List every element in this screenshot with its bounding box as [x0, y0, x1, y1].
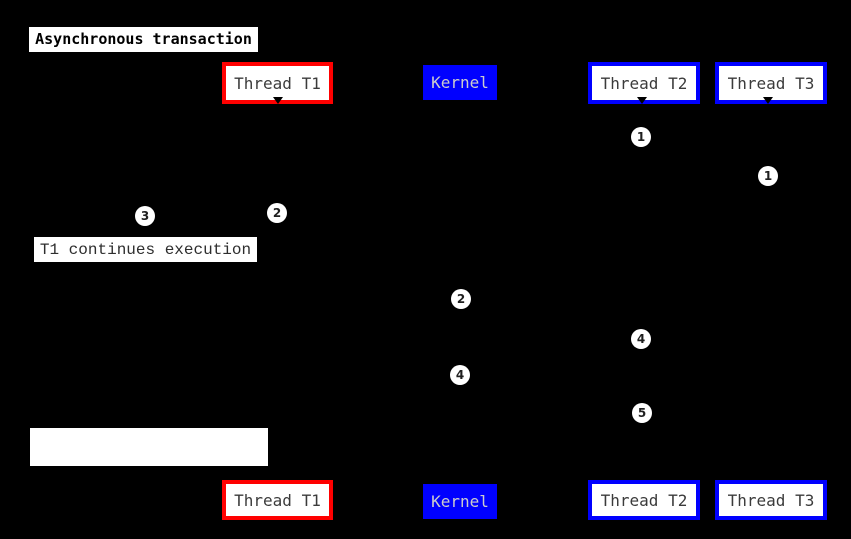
note-empty: [30, 428, 268, 466]
participant-kernel-bottom-label: Kernel: [431, 492, 489, 511]
sequence-badge: 3: [135, 206, 155, 226]
lifeline-arrowhead-icon: [273, 97, 283, 104]
lifeline-arrowhead-icon: [763, 97, 773, 104]
lifeline-arrowhead-icon: [637, 97, 647, 104]
participant-thread-t3-top-label: Thread T3: [727, 73, 815, 93]
participant-thread-t1-top-label: Thread T1: [234, 73, 321, 93]
participant-thread-t2-bottom-label: Thread T2: [600, 490, 688, 510]
sequence-badge: 4: [631, 329, 651, 349]
sequence-badge: 5: [632, 403, 652, 423]
sequence-badge: 4: [450, 365, 470, 385]
participant-thread-t1-bottom: Thread T1: [222, 480, 333, 520]
participant-thread-t3-bottom: Thread T3: [715, 480, 827, 520]
diagram-title: Asynchronous transaction: [29, 27, 258, 52]
note-t1-continues-execution: T1 continues execution: [34, 237, 257, 262]
participant-thread-t2-top-label: Thread T2: [600, 73, 688, 93]
sequence-badge: 2: [267, 203, 287, 223]
participant-thread-t1-bottom-label: Thread T1: [234, 490, 321, 510]
participant-kernel-bottom: Kernel: [423, 484, 497, 519]
participant-thread-t3-bottom-label: Thread T3: [727, 490, 815, 510]
participant-kernel-top: Kernel: [423, 65, 497, 100]
sequence-badge: 1: [631, 127, 651, 147]
participant-kernel-top-label: Kernel: [431, 73, 489, 92]
sequence-badge: 1: [758, 166, 778, 186]
sequence-badge: 2: [451, 289, 471, 309]
participant-thread-t2-bottom: Thread T2: [588, 480, 700, 520]
